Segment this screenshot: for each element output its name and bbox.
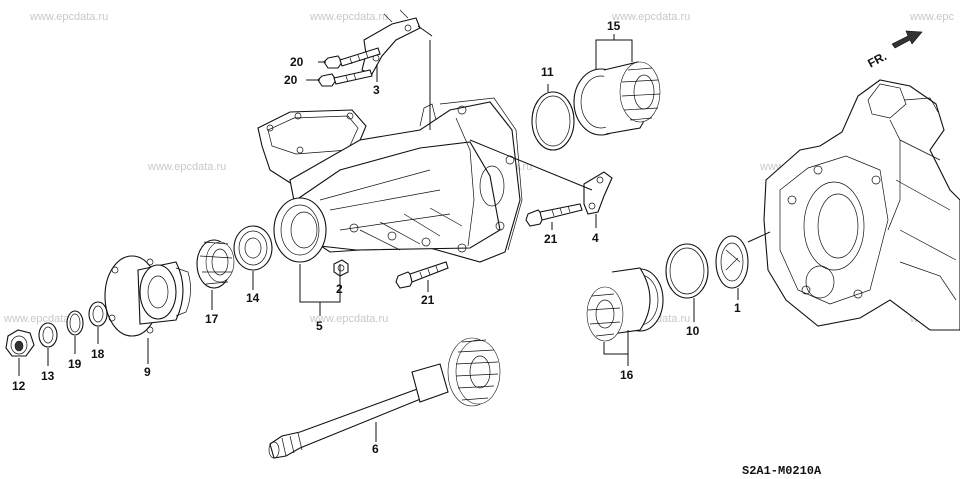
front-arrow-icon [891,30,923,49]
part-taper-bearing-upper [573,61,661,136]
callout-16: 16 [620,368,634,382]
callout-15: 15 [607,19,621,33]
watermark: www.epc [909,11,955,23]
callout-14: 14 [246,291,260,305]
callout-21-upper: 21 [544,232,558,246]
callout-17: 17 [205,312,219,326]
callout-21-lower: 21 [421,293,435,307]
watermark: www.epcdata.ru [147,161,226,173]
front-label: FR. [865,49,889,70]
callout-5: 5 [316,319,323,333]
part-transmission-case [763,79,960,331]
callout-10: 10 [686,324,700,338]
part-bolt-flange-lower [395,261,449,289]
watermark: www.epcdata.ru [29,11,108,23]
part-taper-bearing-front [196,239,235,289]
callout-labels: 12 13 19 18 9 17 14 5 2 21 3 20 20 21 4 … [12,19,741,456]
front-direction-indicator: FR. [865,30,923,71]
part-companion-flange [104,255,191,337]
watermark: www.epcdata.ru [3,313,82,325]
part-transfer-housing [257,97,523,263]
part-bolt-lower [317,69,373,87]
callout-18: 18 [91,347,105,361]
part-stud-small [333,259,349,277]
callout-11: 11 [541,65,554,79]
leader-lines [18,25,771,442]
callout-4: 4 [592,231,599,245]
part-washer [38,322,58,348]
callout-2: 2 [336,282,343,296]
part-seal-small [88,301,108,327]
watermark: www.epcdata.ru [309,313,388,325]
part-bolt-upper [323,47,381,69]
callout-12: 12 [12,379,26,393]
part-bolt-flange-upper [525,203,583,227]
part-o-ring-large [531,91,575,151]
callout-20-lower: 20 [284,73,298,87]
part-ball-bearing [233,225,273,271]
part-driven-shaft [268,337,501,459]
part-bracket-top [361,9,421,75]
callout-13: 13 [41,369,55,383]
part-taper-bearing-rear [586,267,664,342]
diagram-code: S2A1-M0210A [742,464,822,478]
callout-20-upper: 20 [290,55,304,69]
part-bracket-small [583,171,613,215]
watermark: www.epcdata.ru [309,11,388,23]
part-nut [5,329,35,357]
part-cover-plate [715,235,749,289]
callout-6: 6 [372,442,379,456]
callout-9: 9 [144,365,151,379]
part-o-ring-rear [665,243,709,299]
callout-19: 19 [68,357,82,371]
part-ring [66,310,84,336]
watermark: www.epcdata.ru [611,11,690,23]
callout-1: 1 [734,301,741,315]
callout-3: 3 [373,83,380,97]
